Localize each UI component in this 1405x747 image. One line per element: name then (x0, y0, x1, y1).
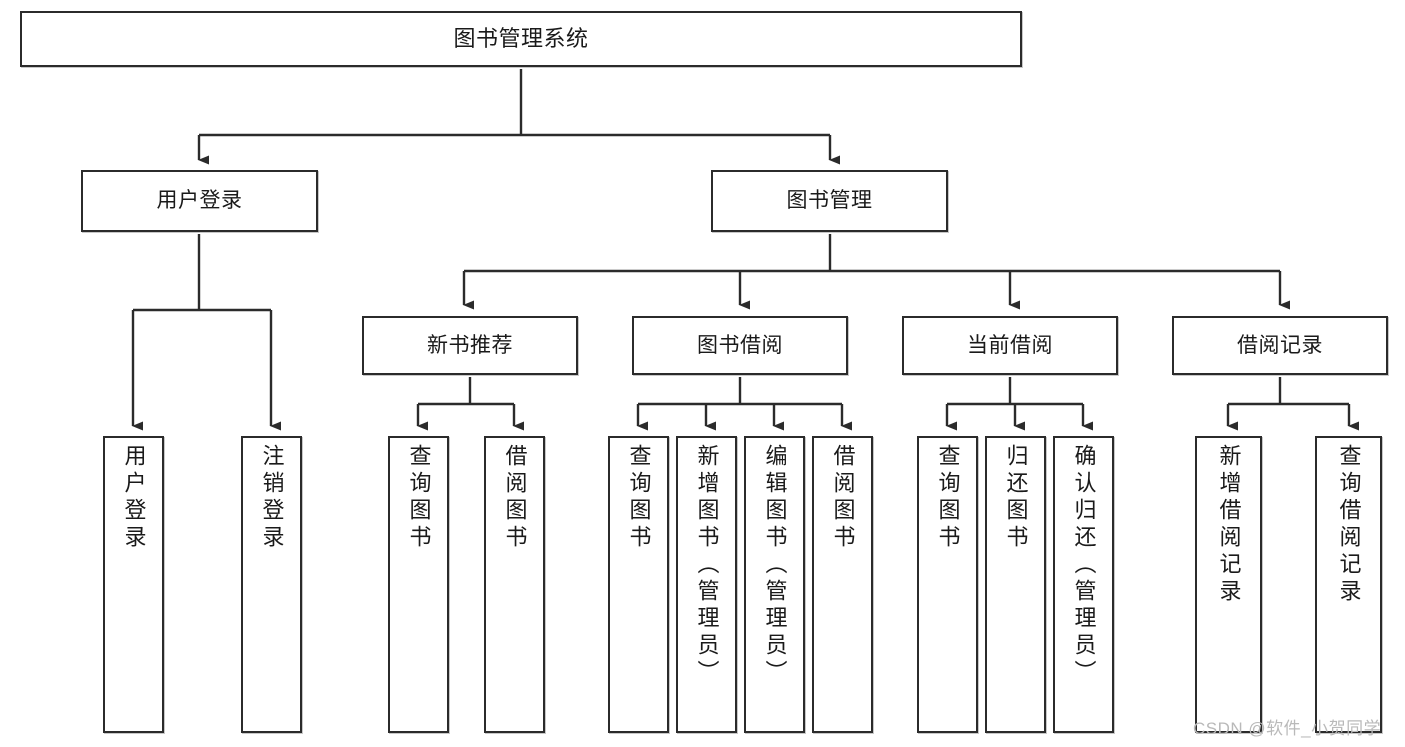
node-leaf-user-logout[interactable]: 注销登录 (241, 436, 302, 733)
node-leaf-current-query-book[interactable]: 查询图书 (917, 436, 978, 733)
node-leaf-borrow-add-book-admin[interactable]: 新增图书（管理员） (676, 436, 737, 733)
node-label: 用户登录 (121, 444, 147, 552)
node-book-borrowing[interactable]: 图书借阅 (632, 316, 848, 375)
node-leaf-record-add-borrow-record[interactable]: 新增借阅记录 (1195, 436, 1262, 733)
node-leaf-current-confirm-return-admin[interactable]: 确认归还（管理员） (1053, 436, 1114, 733)
node-label: 图书管理 (786, 189, 873, 213)
node-label: 新增借阅记录 (1216, 444, 1242, 606)
node-leaf-recommend-borrow-book[interactable]: 借阅图书 (484, 436, 545, 733)
node-label: 图书借阅 (697, 333, 783, 357)
node-label: 借阅图书 (502, 444, 528, 552)
node-label: 编辑图书（管理员） (762, 444, 788, 687)
node-label: 新增图书（管理员） (694, 444, 720, 687)
node-new-book-recommendation[interactable]: 新书推荐 (362, 316, 578, 375)
node-label: 查询借阅记录 (1336, 444, 1362, 606)
node-label: 当前借阅 (967, 333, 1053, 357)
node-label: 确认归还（管理员） (1071, 444, 1097, 687)
node-label: 归还图书 (1003, 444, 1029, 552)
node-leaf-current-return-book[interactable]: 归还图书 (985, 436, 1046, 733)
node-label: 查询图书 (935, 444, 961, 552)
node-leaf-borrow-edit-book-admin[interactable]: 编辑图书（管理员） (744, 436, 805, 733)
node-label: 新书推荐 (427, 333, 513, 357)
node-label: 图书管理系统 (453, 25, 589, 51)
node-label: 注销登录 (259, 444, 285, 552)
node-leaf-borrow-borrow-book[interactable]: 借阅图书 (812, 436, 873, 733)
node-label: 查询图书 (406, 444, 432, 552)
node-label: 用户登录 (156, 189, 243, 213)
node-book-management[interactable]: 图书管理 (711, 170, 948, 232)
node-label: 借阅记录 (1237, 333, 1323, 357)
node-current-borrowing[interactable]: 当前借阅 (902, 316, 1118, 375)
node-root-book-management-system[interactable]: 图书管理系统 (20, 11, 1022, 67)
node-leaf-borrow-query-book[interactable]: 查询图书 (608, 436, 669, 733)
node-user-login[interactable]: 用户登录 (81, 170, 318, 232)
node-leaf-record-query-borrow-record[interactable]: 查询借阅记录 (1315, 436, 1382, 733)
node-leaf-recommend-query-book[interactable]: 查询图书 (388, 436, 449, 733)
node-borrowing-records[interactable]: 借阅记录 (1172, 316, 1388, 375)
node-label: 查询图书 (626, 444, 652, 552)
node-leaf-user-login[interactable]: 用户登录 (103, 436, 164, 733)
node-label: 借阅图书 (830, 444, 856, 552)
